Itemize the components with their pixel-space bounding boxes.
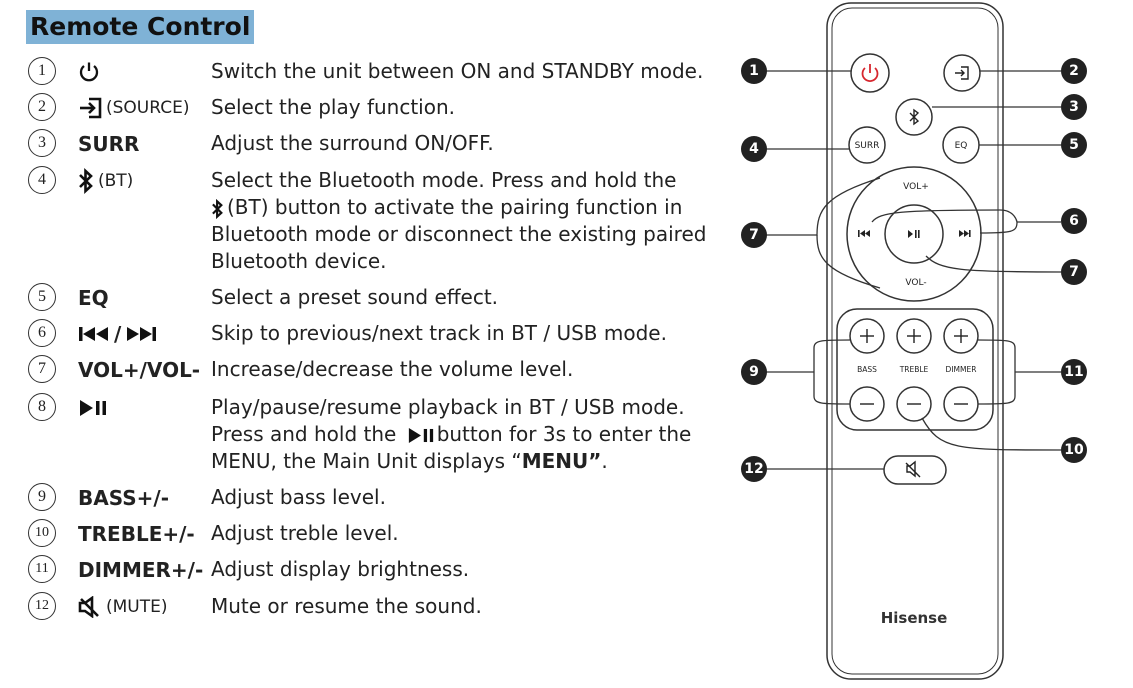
item-key: DIMMER+/- bbox=[78, 558, 204, 582]
item-description: Bluetooth device. bbox=[211, 249, 387, 273]
callout-badge: 1 bbox=[741, 58, 767, 84]
treble-minus-button bbox=[896, 386, 932, 422]
item-key-paren: (BT) bbox=[98, 171, 134, 191]
item-number: 9 bbox=[28, 483, 56, 511]
callout-badge: 6 bbox=[1061, 208, 1087, 234]
brand-logo: Hisense bbox=[881, 609, 948, 627]
item-key: EQ bbox=[78, 286, 109, 310]
item-description: . bbox=[601, 449, 608, 473]
item-description: Mute or resume the sound. bbox=[211, 594, 482, 618]
bass-label: BASS bbox=[857, 365, 877, 374]
item-description: (BT) button to activate the pairing func… bbox=[227, 195, 683, 219]
item-key: TREBLE+/- bbox=[78, 522, 195, 546]
item-key: SURR bbox=[78, 132, 140, 156]
item-description: Adjust bass level. bbox=[211, 485, 386, 509]
bluetooth-icon bbox=[79, 168, 93, 194]
power-icon bbox=[79, 62, 99, 82]
item-number: 12 bbox=[28, 592, 56, 620]
tone-panel bbox=[836, 308, 994, 431]
power-icon bbox=[861, 64, 879, 82]
callout-badge: 10 bbox=[1061, 437, 1087, 463]
callout-badge: 9 bbox=[741, 359, 767, 385]
callout-badge: 7 bbox=[741, 222, 767, 248]
item-description: Adjust display brightness. bbox=[211, 557, 470, 581]
item-number: 4 bbox=[28, 166, 56, 194]
item-key: BASS+/- bbox=[78, 486, 169, 510]
callout-badge: 2 bbox=[1061, 58, 1087, 84]
callout-badge: 7 bbox=[1061, 259, 1087, 285]
page-title: Remote Control bbox=[26, 10, 255, 44]
source-icon bbox=[955, 66, 969, 80]
item-key-separator: / bbox=[114, 322, 122, 346]
callout-lines bbox=[766, 70, 1062, 470]
play-pause-icon bbox=[80, 400, 106, 416]
item-description: Bluetooth mode or disconnect the existin… bbox=[211, 222, 707, 246]
volume-ring bbox=[846, 166, 982, 302]
item-key-paren: (SOURCE) bbox=[106, 98, 190, 118]
item-description: Select a preset sound effect. bbox=[211, 285, 499, 309]
item-number: 1 bbox=[28, 57, 56, 85]
item-number: 6 bbox=[28, 319, 56, 347]
plus-icon bbox=[907, 329, 921, 343]
item-number: 10 bbox=[28, 519, 56, 547]
item-number: 11 bbox=[28, 555, 56, 583]
item-description: Increase/decrease the volume level. bbox=[211, 357, 574, 381]
plus-icon bbox=[954, 329, 968, 343]
item-number: 5 bbox=[28, 283, 56, 311]
mute-button bbox=[883, 455, 947, 485]
item-description: Play/pause/resume playback in BT / USB m… bbox=[211, 395, 685, 419]
vol-minus-label: VOL- bbox=[905, 278, 926, 288]
bass-plus-button bbox=[849, 318, 885, 354]
item-description: Switch the unit between ON and STANDBY m… bbox=[211, 59, 704, 83]
mute-icon bbox=[78, 596, 99, 618]
item-number: 3 bbox=[28, 129, 56, 157]
item-description: Skip to previous/next track in BT / USB … bbox=[211, 321, 667, 345]
treble-label: TREBLE bbox=[899, 365, 929, 374]
callout-badge: 4 bbox=[741, 136, 767, 162]
plus-icon bbox=[860, 329, 874, 343]
play-pause-icon bbox=[408, 428, 433, 443]
item-number: 7 bbox=[28, 355, 56, 383]
item-key: VOL+/VOL- bbox=[78, 358, 201, 382]
callout-badge: 3 bbox=[1061, 94, 1087, 120]
menu-keyword: MENU” bbox=[521, 449, 602, 473]
previous-track-icon bbox=[858, 230, 870, 237]
item-description: Select the play function. bbox=[211, 95, 455, 119]
source-icon bbox=[80, 97, 102, 119]
item-description: Adjust the surround ON/OFF. bbox=[211, 131, 494, 155]
item-number: 2 bbox=[28, 93, 56, 121]
power-button bbox=[850, 53, 890, 93]
eq-label: EQ bbox=[955, 141, 968, 151]
item-description: Select the Bluetooth mode. Press and hol… bbox=[211, 168, 677, 192]
dimmer-label: DIMMER bbox=[946, 365, 977, 374]
surr-button bbox=[848, 126, 886, 164]
next-track-icon bbox=[127, 327, 157, 341]
item-key-paren: (MUTE) bbox=[106, 597, 168, 617]
item-description: Adjust treble level. bbox=[211, 521, 399, 545]
surr-label: SURR bbox=[855, 141, 880, 151]
item-description: button for 3s to enter the bbox=[436, 422, 692, 446]
vol-plus-label: VOL+ bbox=[903, 182, 929, 192]
callout-badge: 12 bbox=[741, 456, 767, 482]
bluetooth-icon bbox=[212, 198, 223, 219]
mute-icon bbox=[905, 460, 921, 478]
item-number: 8 bbox=[28, 393, 56, 421]
callout-badge: 5 bbox=[1061, 132, 1087, 158]
play-pause-icon bbox=[908, 230, 920, 238]
item-description: Press and hold the bbox=[211, 422, 397, 446]
treble-plus-button bbox=[896, 318, 932, 354]
item-description: MENU, the Main Unit displays “ bbox=[211, 449, 522, 473]
dimmer-plus-button bbox=[943, 318, 979, 354]
remote-diagram: SURR EQ VOL+ VOL- BASS TREBLE DIMMER His… bbox=[766, 2, 1062, 680]
play-pause-button bbox=[884, 204, 944, 264]
previous-track-icon bbox=[79, 327, 108, 341]
next-track-icon bbox=[959, 230, 971, 237]
source-button bbox=[943, 54, 981, 92]
callout-badge: 11 bbox=[1061, 359, 1087, 385]
bluetooth-button bbox=[895, 98, 933, 136]
bluetooth-icon bbox=[909, 108, 920, 126]
